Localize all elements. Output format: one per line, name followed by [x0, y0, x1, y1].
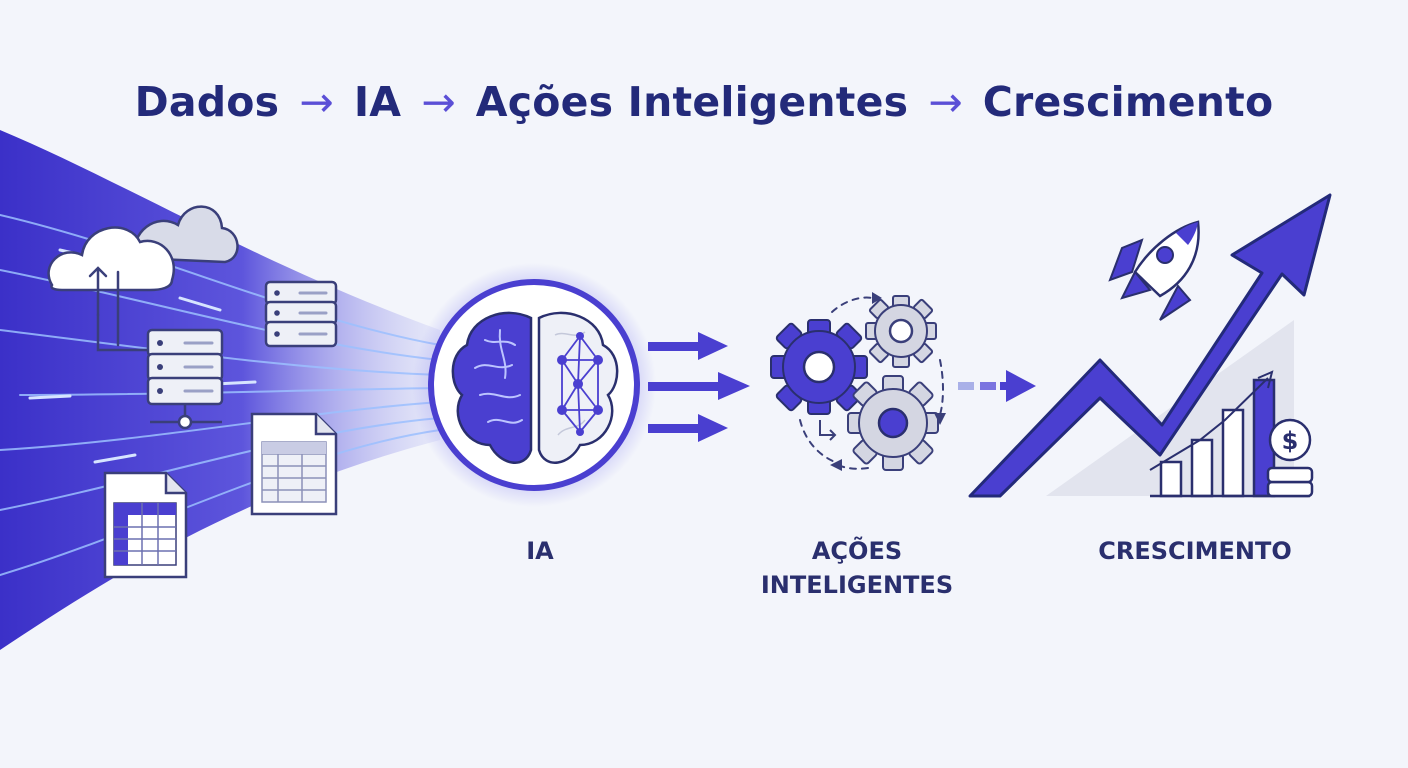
growth-arrow — [968, 193, 1332, 498]
rocket-icon — [1108, 220, 1200, 321]
gear-large-blue-icon — [770, 319, 868, 415]
gear-cycle-arrows — [799, 296, 944, 470]
headline-step-crescimento: Crescimento — [982, 78, 1274, 126]
dollar-sign: $ — [1282, 427, 1299, 455]
stage-label-acoes-line2: INTELIGENTES — [760, 571, 954, 599]
upload-arrows-icon — [88, 266, 152, 352]
actions-output-arrow — [958, 370, 1036, 402]
growth-chart-icon — [968, 193, 1332, 498]
gear-medium-gray-icon — [847, 375, 939, 471]
gears-icon — [770, 292, 946, 471]
headline-step-ia: IA — [353, 78, 402, 126]
headline-arrow-3: → — [928, 78, 963, 126]
server-stack-small-icon — [264, 280, 338, 348]
cloud-icon — [47, 205, 239, 292]
stage-label-acoes: AÇÕES INTELIGENTES — [712, 534, 1002, 602]
spreadsheet-document-icon — [250, 412, 338, 516]
headline-arrow-2: → — [421, 78, 456, 126]
headline-arrow-1: → — [299, 78, 334, 126]
dollar-coin-icon: $ — [1266, 418, 1314, 498]
stage-label-crescimento: CRESCIMENTO — [1098, 537, 1292, 565]
headline-step-acoes: Ações Inteligentes — [475, 78, 909, 126]
headline-step-dados: Dados — [134, 78, 280, 126]
spreadsheet-document-blue-icon — [103, 471, 188, 579]
ai-brain-icon — [412, 263, 656, 507]
gear-small-gray-icon — [865, 295, 937, 368]
stage-label-ia: IA — [526, 537, 554, 565]
brain-output-arrows — [648, 332, 750, 442]
server-stack-icon — [146, 328, 224, 430]
stage-label-acoes-line1: AÇÕES — [811, 537, 903, 565]
flow-headline: Dados → IA → Ações Inteligentes → Crescimento — [0, 78, 1408, 126]
